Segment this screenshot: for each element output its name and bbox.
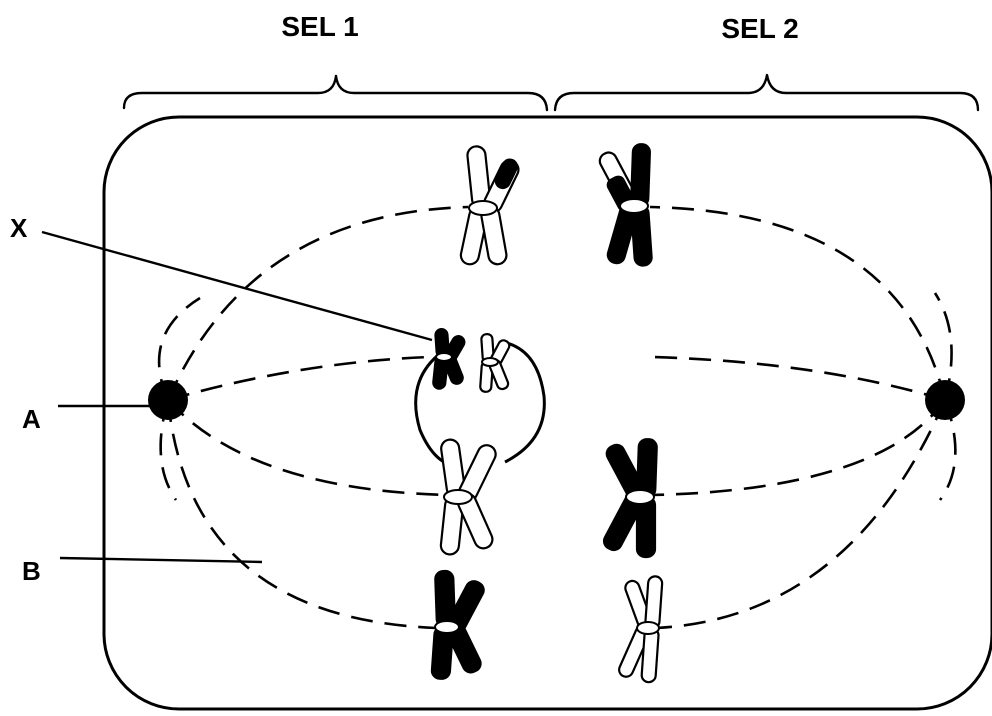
chromosome-icon-c1-x-black	[432, 328, 466, 390]
label-sel-1: SEL 1	[281, 11, 358, 42]
brace-sel-1	[122, 74, 549, 112]
chromosome-icon-c1-x-white	[479, 333, 511, 393]
leader-line-x	[41, 230, 433, 342]
chromosome-icon-c1-bottom-black	[430, 569, 485, 680]
centrosome-pole-icon-right	[925, 380, 965, 420]
label-sel-2: SEL 2	[721, 13, 798, 44]
centrosome-pole-icon-left	[148, 380, 188, 420]
spindle-fibres	[157, 205, 957, 630]
chromosome-icon-c2-bottom-white	[618, 575, 664, 684]
label-a: A	[22, 404, 41, 434]
chromosome-icon-c1-lower-white	[439, 438, 497, 556]
chromosome-icon-c2-lower-black	[602, 438, 658, 559]
chromosome-icon-c1-top	[459, 145, 520, 266]
brace-sel-2	[553, 73, 980, 112]
label-x: X	[10, 213, 28, 243]
label-b: B	[22, 556, 41, 586]
leader-line-b	[59, 556, 263, 564]
cell-membrane	[102, 115, 992, 711]
chromosome-icon-c2-top	[598, 143, 653, 267]
